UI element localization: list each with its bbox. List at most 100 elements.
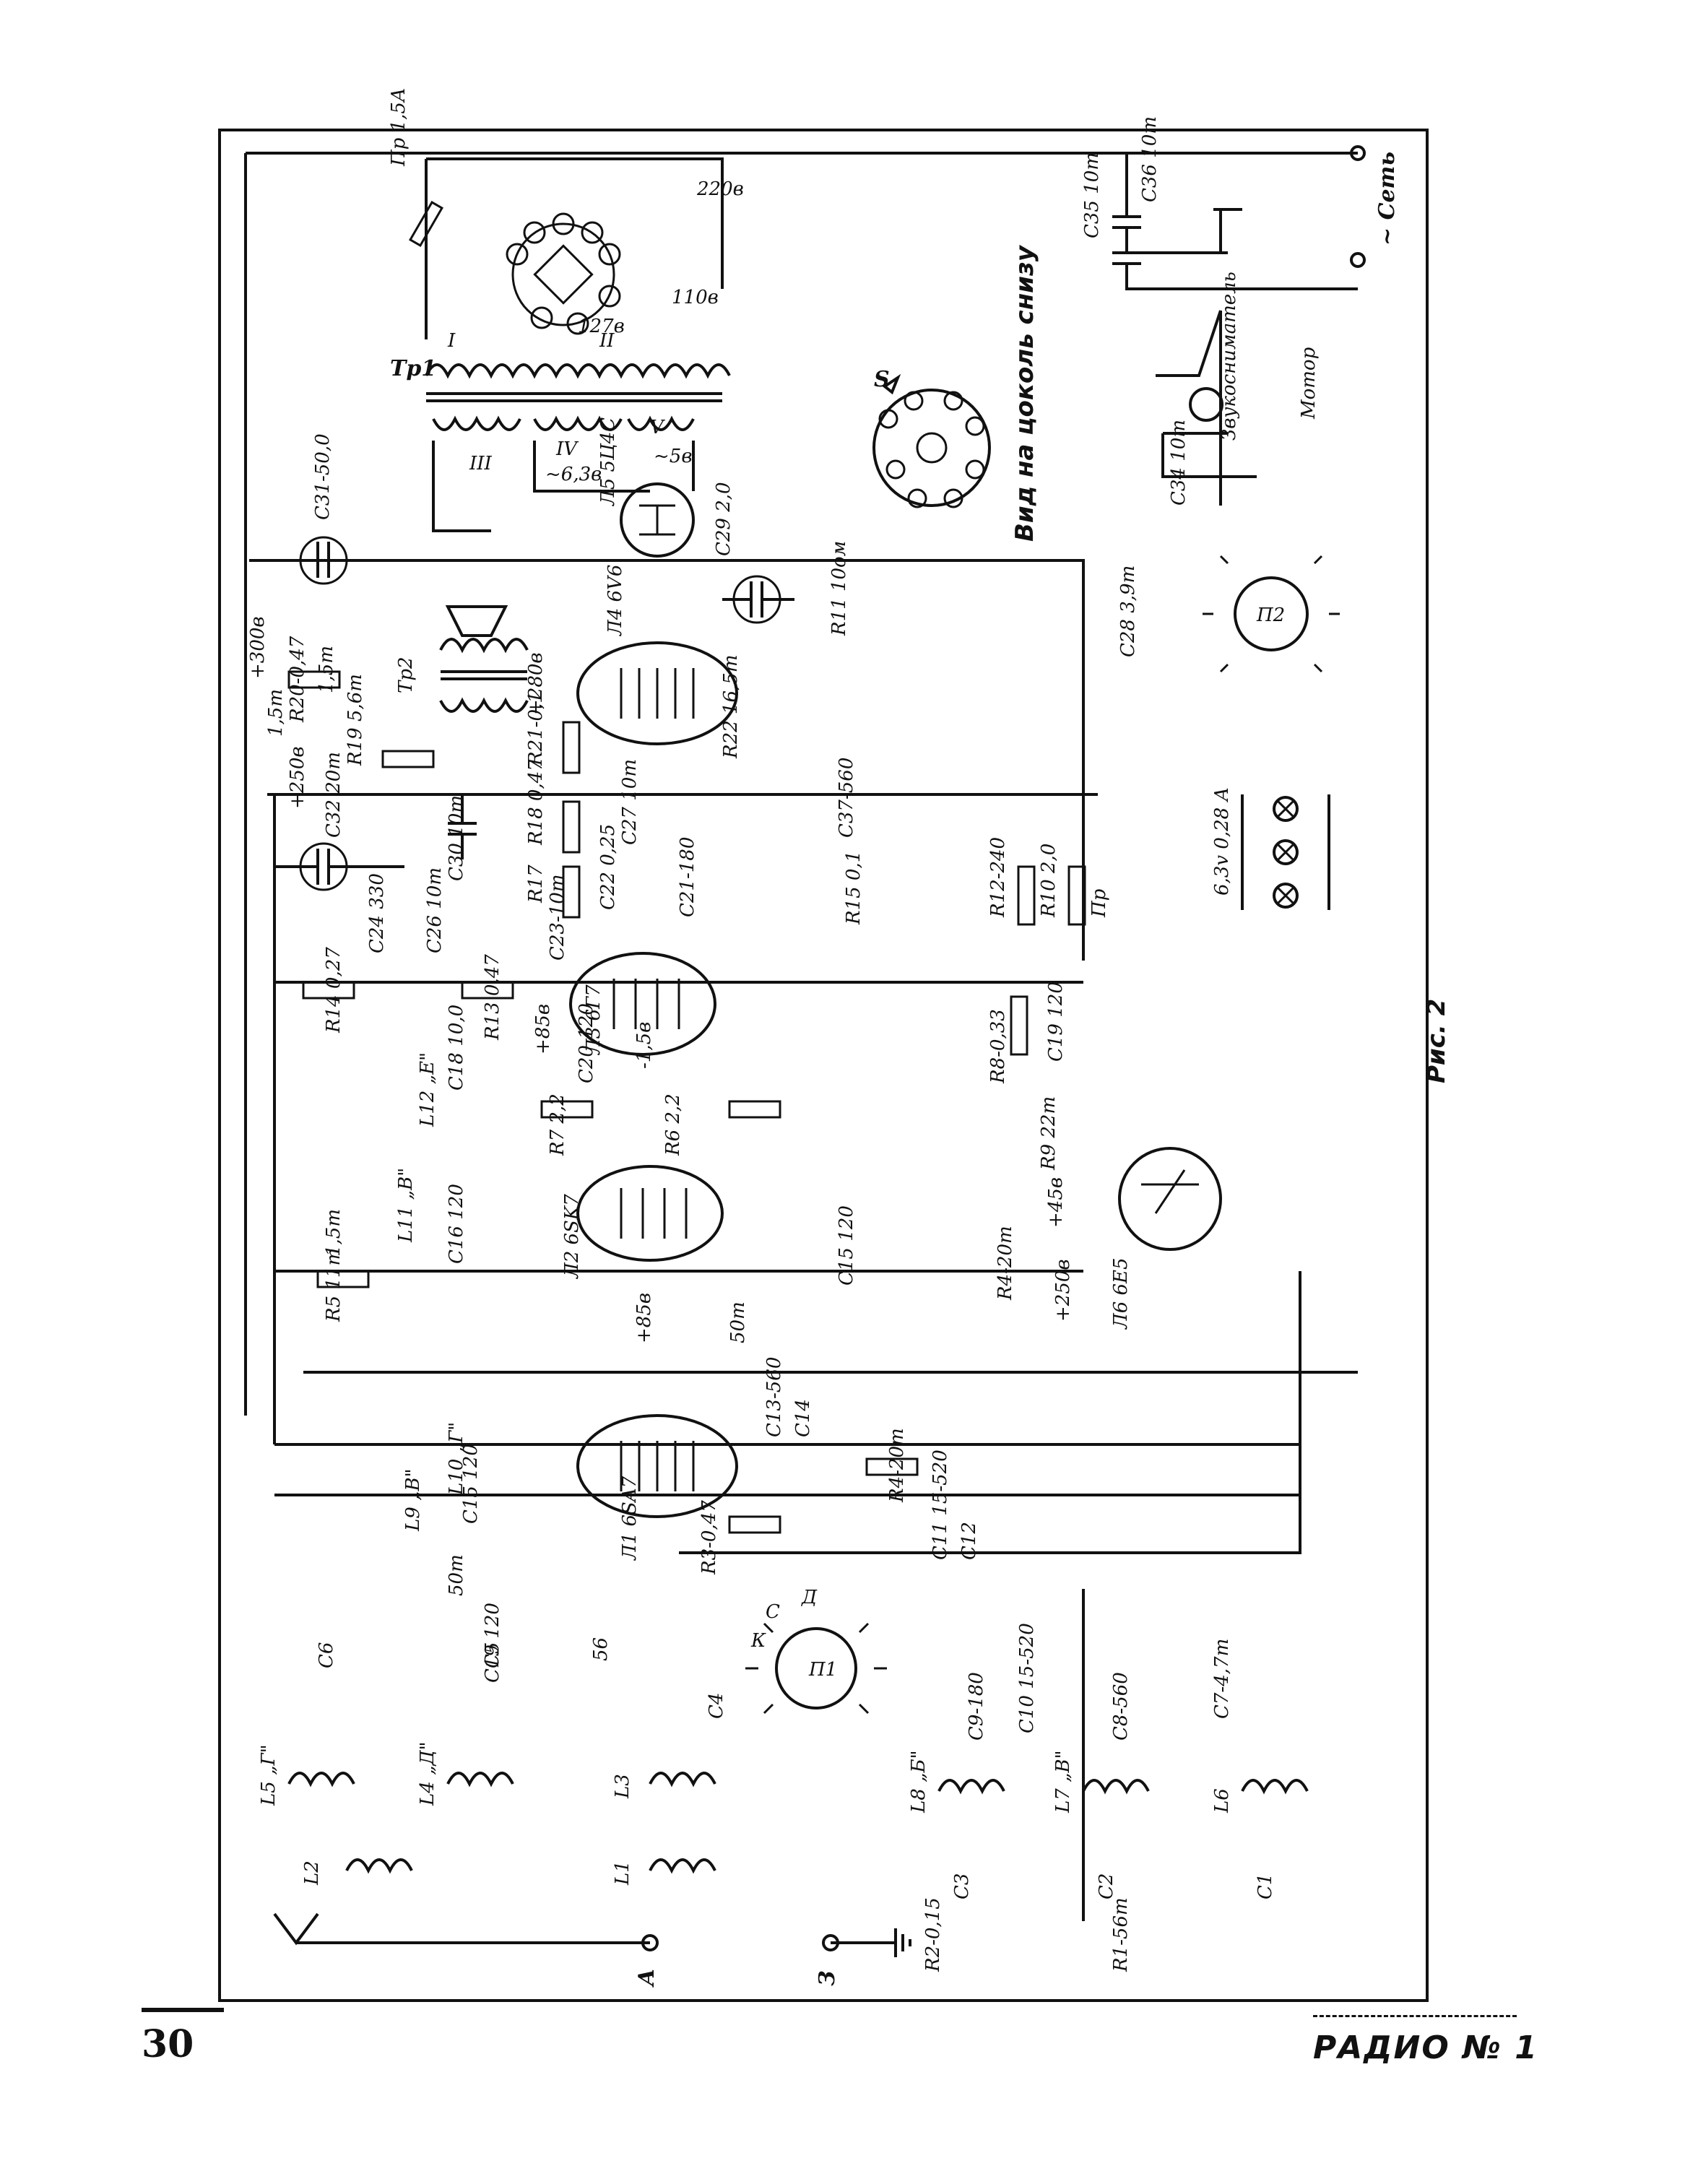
r5-label: R5 11т <box>323 1248 345 1322</box>
r22-label: R20-0,47 <box>287 636 308 723</box>
band-switch-p1 <box>745 1622 887 1715</box>
c18-label: С15 120 <box>836 1205 857 1286</box>
r12-label: R11 10ом <box>828 541 850 636</box>
tube-l5 <box>620 482 695 558</box>
r11-resistor <box>1067 865 1086 926</box>
tr1-winding-2-label: II <box>599 330 615 352</box>
c6-label: С6 <box>316 1642 337 1668</box>
voltage-85-a: +85в <box>532 1004 554 1054</box>
r9-label: R7 2,2 <box>547 1093 568 1156</box>
r19-resistor <box>381 750 435 768</box>
r14-resistor <box>461 981 514 1000</box>
motor-pickup <box>1156 310 1257 506</box>
r-1-5t-b: 1,5т <box>316 646 337 693</box>
r3-label: R3-0,47 <box>698 1500 720 1575</box>
c27-label: С27 10т <box>619 759 641 845</box>
c10-label: С10 15-520 <box>1016 1623 1038 1733</box>
fuse <box>409 200 443 248</box>
coil-l8-label: L8 „Б" <box>908 1750 930 1814</box>
switch-p2-label: П2 <box>1256 604 1285 626</box>
tube-l3-label: Л3 6Г7 <box>583 984 605 1056</box>
coil-l11-label: L11 „В" <box>395 1168 417 1243</box>
tube-l6 <box>1118 1147 1222 1251</box>
switch-p1-pos-k: К <box>750 1630 766 1652</box>
r13-label: R12-240 <box>987 837 1009 918</box>
power-transformer-tr1 <box>425 157 731 532</box>
tr1-winding-1-label: I <box>447 330 456 352</box>
r20-label: R22 16,5т <box>720 655 742 759</box>
r19-label: R19 5,6т <box>345 674 366 766</box>
voltage-minus-1-5: -1,5в <box>633 1022 655 1069</box>
c19-label: С16 120 <box>446 1184 467 1264</box>
coil-l7-label: L7 „В" <box>1052 1750 1074 1814</box>
journal-rule <box>1313 2015 1517 2017</box>
page-number-bar <box>142 2008 224 2012</box>
page-number: 30 <box>142 2022 194 2066</box>
tr1-label: Тр1 <box>390 356 436 381</box>
c31-capacitor <box>722 575 794 624</box>
voltage-250: +250в <box>287 746 308 809</box>
heater-63-label: ~6,3в <box>545 464 602 485</box>
figure-caption: Рис. 2 <box>1422 999 1451 1083</box>
c35-label: С35 10т <box>1081 152 1103 238</box>
antenna <box>273 1912 911 1957</box>
r4-resistor <box>865 1457 919 1476</box>
c8-label: С8-560 <box>1110 1672 1132 1741</box>
coil-l10-label: L10 „Г" <box>446 1422 467 1496</box>
input-coils <box>287 1772 1309 1874</box>
socket-key-label: S <box>874 367 890 392</box>
r8-resistor <box>728 1100 781 1119</box>
c34-label: С34 10т <box>1168 420 1190 506</box>
c24-label: С22 0,25 <box>597 824 619 910</box>
tube-l1 <box>576 1414 738 1518</box>
r15-resistor <box>302 981 355 1000</box>
c26-label: С24 330 <box>366 873 388 953</box>
tube-l4 <box>576 641 738 745</box>
r18-resistor <box>562 800 581 854</box>
r8-label: R6 2,2 <box>662 1093 684 1156</box>
c28-label: С26 10т <box>424 867 446 953</box>
c14-value: С14 <box>792 1399 814 1437</box>
tr1-winding-5-label: V <box>650 417 665 438</box>
c29-label: С32 20т <box>323 752 345 838</box>
c31-label: С29 2,0 <box>713 482 735 556</box>
voltage-45: +45в <box>1045 1177 1067 1228</box>
c32-label: С30 10т <box>446 795 467 881</box>
c5-label: С5 <box>482 1642 503 1668</box>
c36-label: С36 10т <box>1139 116 1161 202</box>
c13-label: 56 <box>590 1637 612 1661</box>
voltage-250-b: +250в <box>1052 1259 1074 1322</box>
coil-l5-label: L5 „Г" <box>258 1744 280 1806</box>
fuse-pr-label: Пр <box>1088 888 1110 918</box>
r15-label: R14 0,27 <box>323 947 345 1034</box>
r1-label: R1-56т <box>1110 1897 1132 1972</box>
voltage-300: +300в <box>247 616 269 679</box>
c9-label: С9-180 <box>966 1672 987 1741</box>
r6-label: R4-20т <box>995 1226 1016 1301</box>
c17-label: 50т <box>727 1301 749 1343</box>
voltage-85-b: +85в <box>633 1293 655 1343</box>
motor-label: Мотор <box>1298 347 1320 420</box>
tube-l2-label: Л2 6SK7 <box>561 1194 583 1280</box>
r10-label: R8-0,33 <box>987 1009 1009 1084</box>
c16-label: С15 120 <box>460 1444 482 1524</box>
c4-label: С4 <box>706 1693 727 1719</box>
terminal-a-label: А <box>634 1969 659 1988</box>
switch-p1-label: П1 <box>808 1659 837 1681</box>
output-transformer-tr2 <box>439 605 529 713</box>
c12-label: С11 15-520 <box>930 1450 951 1560</box>
tap-220-label: 220в <box>696 178 744 200</box>
voltage-280: +280в <box>525 652 547 715</box>
pilot-lamps <box>1241 794 1330 910</box>
r5-parallel-label: 1,5т <box>323 1209 345 1257</box>
r21-resistor <box>562 721 581 774</box>
r22-resistor <box>287 670 341 689</box>
coil-l9-label: L9 „В" <box>402 1468 424 1532</box>
r-1-5t-a: 1,5т <box>265 689 287 737</box>
coil-l4-label: L4 „Д" <box>417 1741 438 1806</box>
coil-l3-label: L3 <box>612 1774 633 1799</box>
c25-label: С23-10т <box>547 874 568 961</box>
heater-5-label: ~5в <box>654 446 692 467</box>
